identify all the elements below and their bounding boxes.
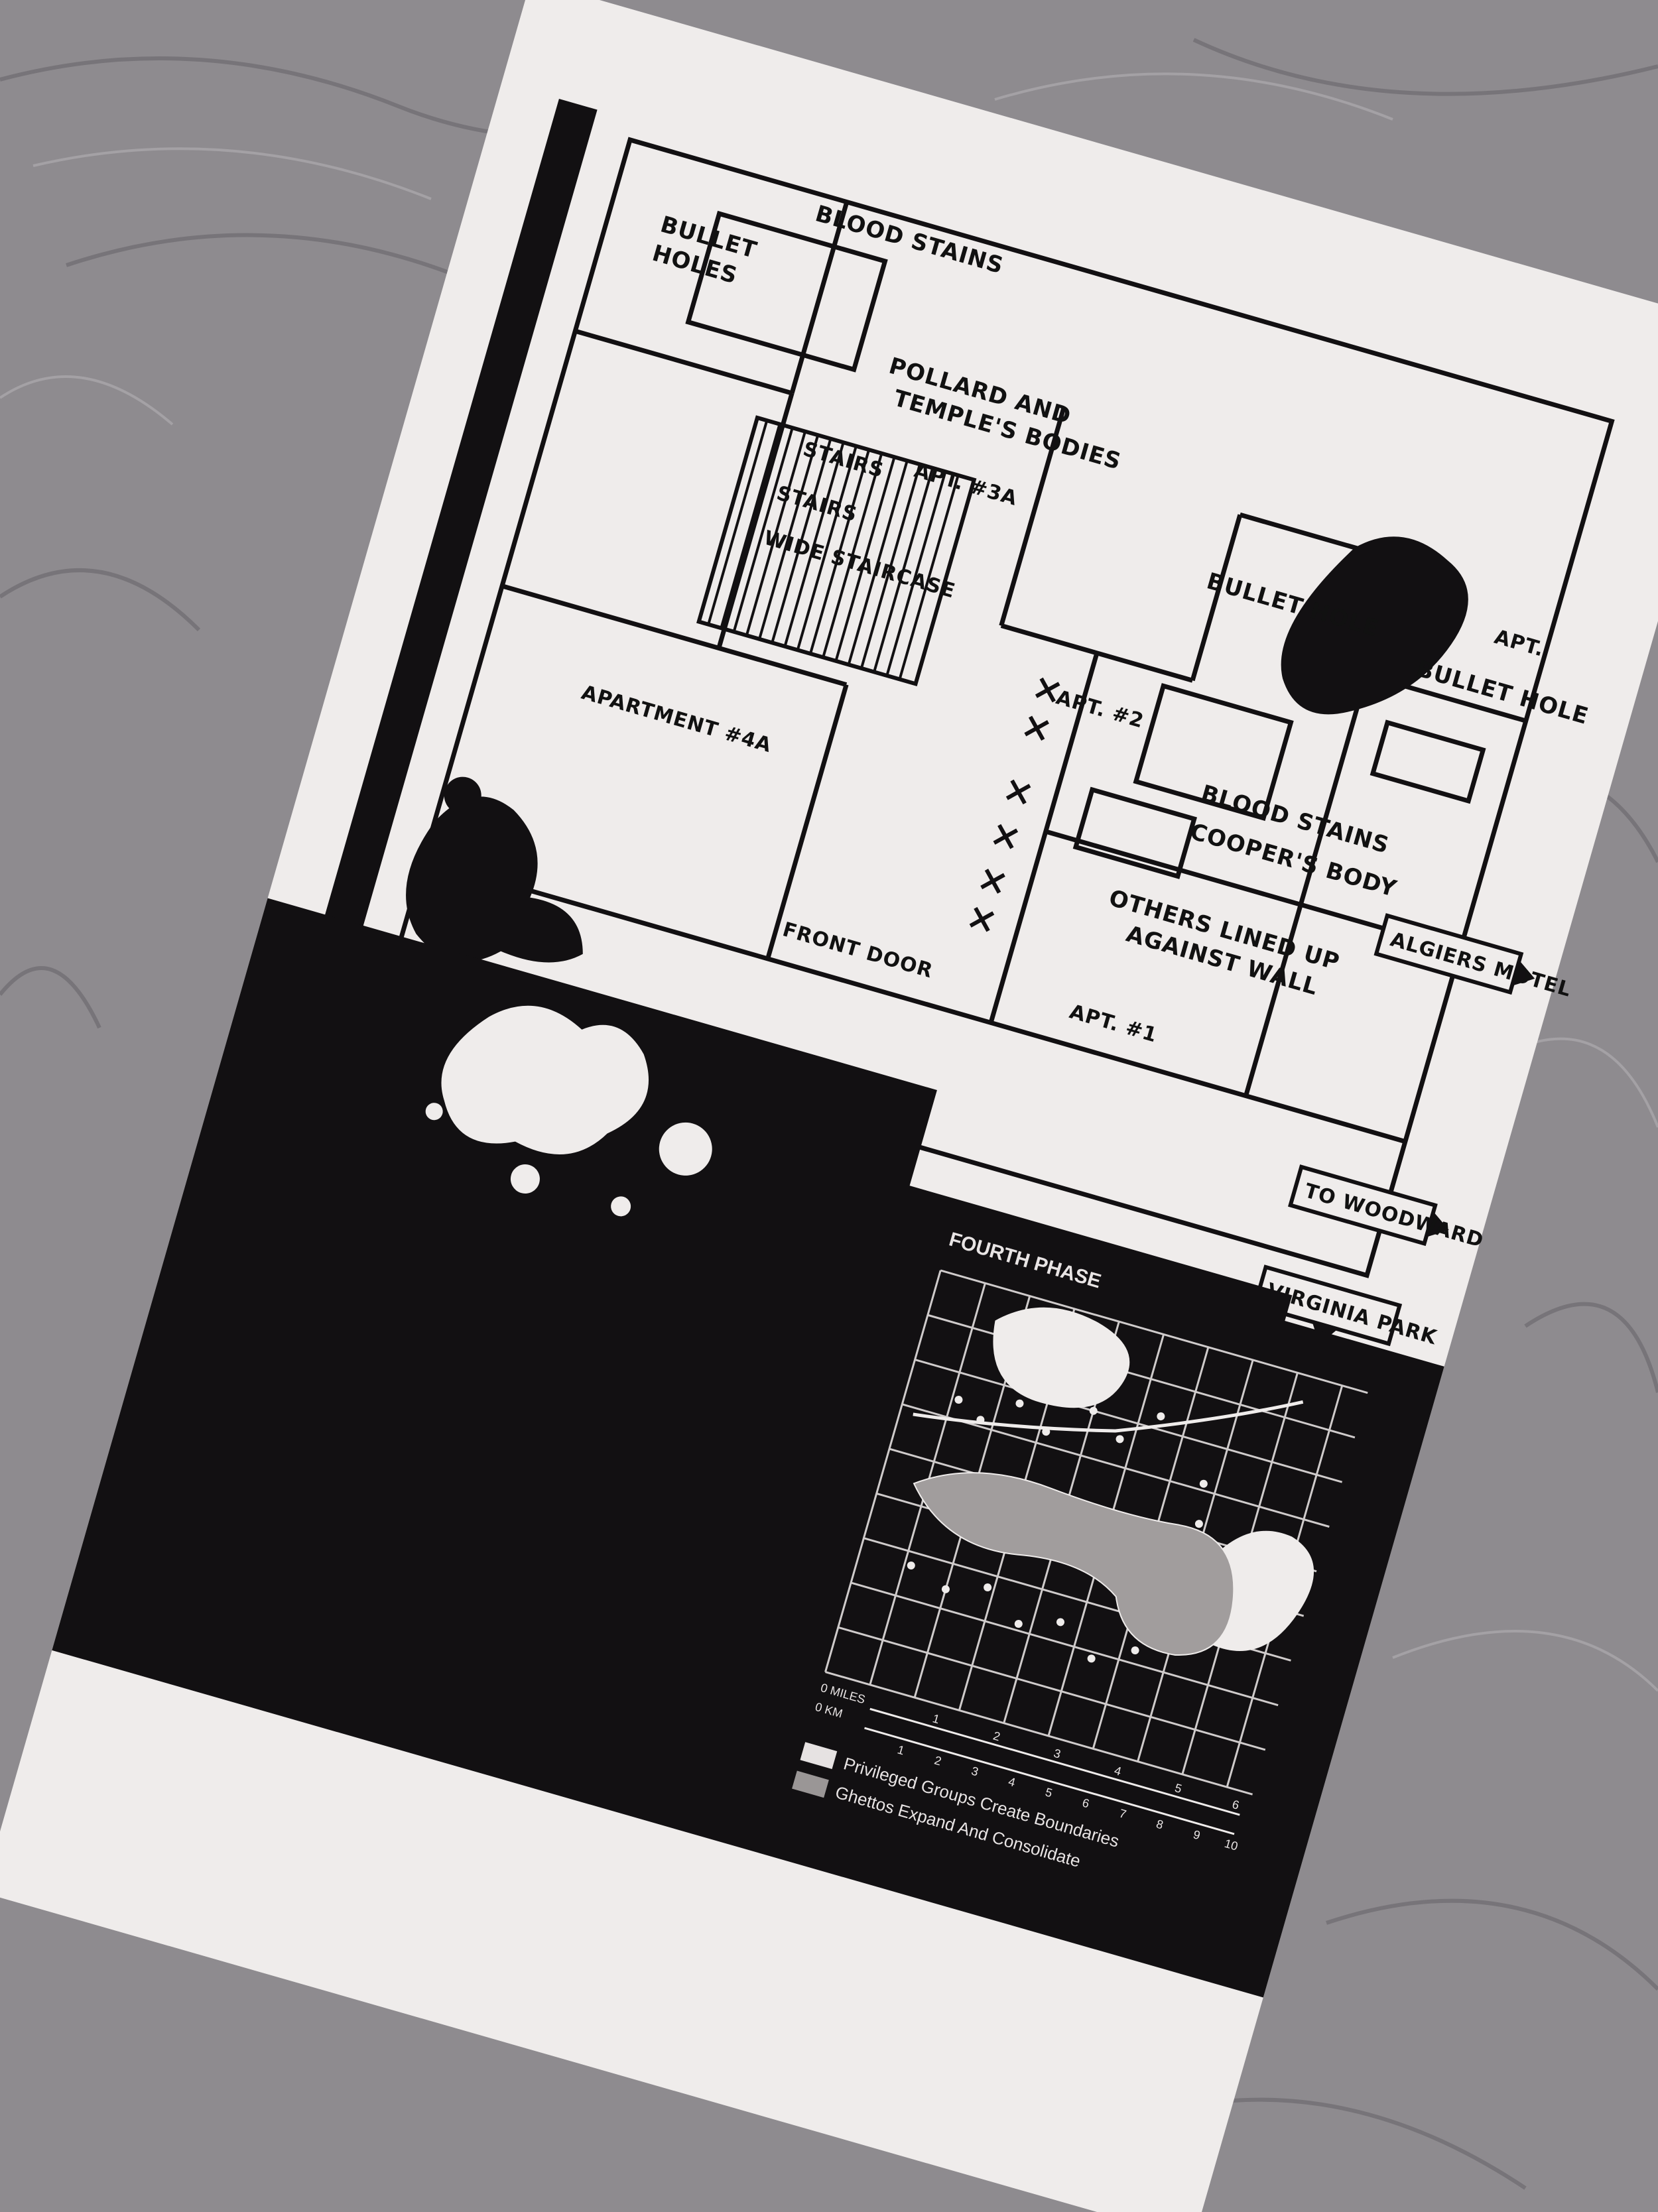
x-marks [969, 677, 1060, 932]
left-black-bar [270, 98, 598, 1117]
white-drop [659, 1122, 712, 1176]
ink-splatter-left [406, 796, 583, 963]
white-drop [425, 1103, 443, 1121]
white-drop [510, 1164, 540, 1194]
ink-splatter-top [1281, 536, 1468, 715]
boundary-line [913, 1400, 1304, 1433]
ghetto-area [913, 1472, 1235, 1656]
legend-swatch-privileged [800, 1742, 838, 1769]
white-splatter [441, 1005, 649, 1154]
black-block [52, 898, 1444, 1998]
privileged-area-top [993, 1307, 1130, 1408]
staircase [696, 415, 977, 687]
ink-drop [444, 776, 481, 814]
legend-swatch-ghettos [792, 1770, 829, 1798]
white-drop [611, 1196, 631, 1217]
